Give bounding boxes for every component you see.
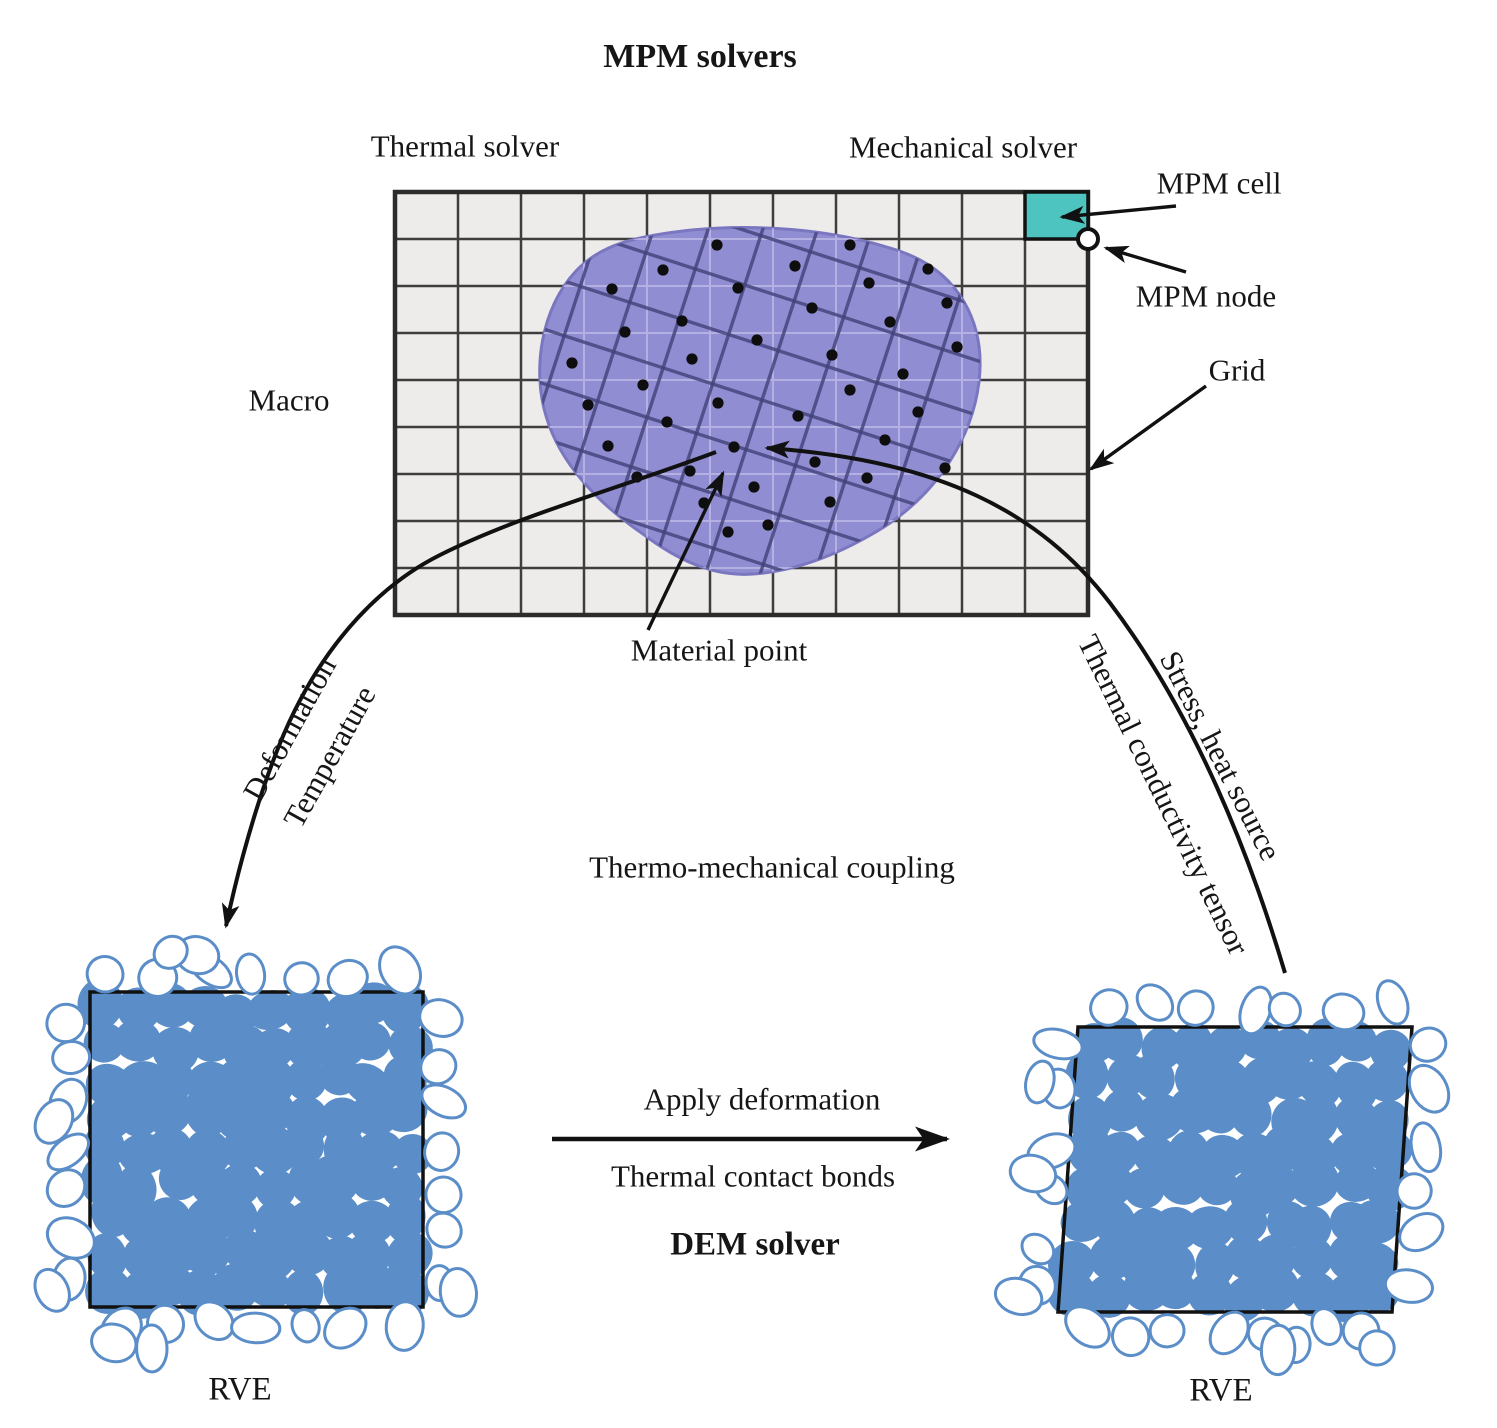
mpm-node-label: MPM node <box>1135 278 1277 314</box>
rve-right-label: RVE <box>1189 1372 1253 1409</box>
thermal-contact-bonds-label: Thermal contact bonds <box>610 1158 896 1194</box>
macro-label: Macro <box>248 382 330 418</box>
mpm-cell-arrow <box>1059 204 1177 224</box>
mpm-node-marker <box>1076 227 1100 251</box>
annotation-arrows <box>646 204 1207 631</box>
thermo-coupling-label: Thermo-mechanical coupling <box>589 849 955 885</box>
rve-left-label: RVE <box>208 1371 272 1408</box>
mechanical-solver-label: Mechanical solver <box>848 129 1078 165</box>
page-title: MPM solvers <box>603 38 797 76</box>
material-body-blob <box>538 226 982 576</box>
mpm-cell-label: MPM cell <box>1156 165 1282 201</box>
material-point-label: Material point <box>630 632 808 668</box>
grid-arrow <box>1088 384 1207 471</box>
material-point-arrow <box>646 470 725 631</box>
material-points <box>566 239 963 538</box>
grid-label: Grid <box>1208 352 1266 388</box>
dem-solver-label: DEM solver <box>670 1226 840 1263</box>
apply-deformation-label: Apply deformation <box>643 1081 881 1117</box>
rve-right-graphic <box>993 979 1451 1377</box>
coupling-curves <box>221 440 1287 974</box>
rve-left-graphic <box>33 934 478 1374</box>
mpm-node-arrow <box>1103 245 1187 274</box>
thermal-solver-label: Thermal solver <box>370 128 560 164</box>
